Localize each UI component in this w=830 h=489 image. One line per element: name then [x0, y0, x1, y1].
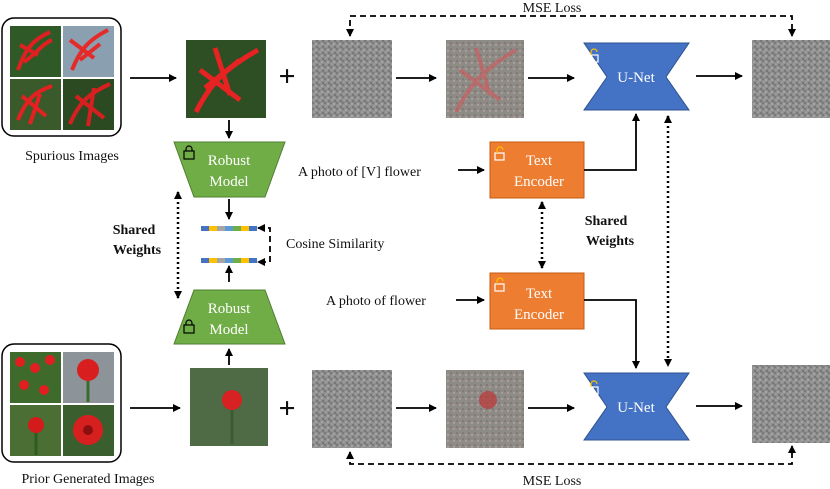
robust-model-top-line1: Robust: [208, 153, 251, 169]
feature-vector-bottom: [201, 258, 257, 263]
prior-image-thumbnail: [10, 405, 61, 456]
unlock-icon: [494, 146, 505, 161]
unet-bottom: U-Net: [583, 372, 690, 441]
prior-images-panel: [1, 343, 122, 463]
feature-segment: [249, 226, 257, 231]
unlock-icon: [588, 48, 599, 63]
feature-vector-top: [201, 226, 257, 231]
mse-loss-top-line: [346, 15, 796, 37]
mse-loss-bottom-line: [346, 445, 796, 465]
unet-bottom-label: U-Net: [617, 400, 655, 416]
feature-segment: [225, 226, 233, 231]
unet-top-label: U-Net: [617, 70, 655, 86]
prior-sample-image: [190, 368, 268, 446]
unlock-icon: [494, 277, 505, 292]
feature-segment: [201, 226, 209, 231]
text-encoder-bottom-line2: Encoder: [514, 307, 564, 323]
text-encoder-top-line1: Text: [526, 153, 553, 169]
text-encoder-bottom: Text Encoder: [489, 272, 585, 330]
text-encoder-top-line2: Encoder: [514, 174, 564, 190]
noisy-prior-image: [446, 370, 524, 448]
prior-images-label: Prior Generated Images: [22, 472, 155, 487]
unet-top: U-Net: [583, 42, 690, 111]
spurious-images-panel: [1, 17, 122, 137]
spurious-images-label: Spurious Images: [25, 149, 119, 164]
text-encoder-top: Text Encoder: [489, 141, 585, 199]
shared-weights-left-line1: Shared: [113, 223, 156, 238]
robust-model-top-line2: Model: [209, 174, 248, 190]
prior-image-thumbnail: [63, 405, 114, 456]
spurious-image-thumbnail: [10, 79, 61, 130]
feature-segment: [249, 258, 257, 263]
prompt-bottom-label: A photo of flower: [326, 294, 426, 309]
output-noise-image-bottom: [752, 365, 830, 443]
shared-weights-right-line1: Shared: [585, 214, 628, 229]
robust-model-bottom: Robust Model: [173, 289, 286, 345]
feature-segment: [241, 258, 249, 263]
robust-model-top: Robust Model: [173, 141, 286, 198]
noisy-spurious-image: [446, 40, 524, 118]
spurious-image-thumbnail: [63, 79, 114, 130]
cosine-similarity-bracket: [257, 224, 271, 266]
cosine-similarity-label: Cosine Similarity: [286, 237, 384, 252]
output-noise-image-top: [752, 40, 830, 118]
lock-icon: [183, 145, 195, 160]
mse-loss-top-label: MSE Loss: [523, 1, 582, 16]
text-encoder-bottom-line1: Text: [526, 286, 553, 302]
noise-image-top: [312, 40, 392, 118]
spurious-sample-image: [186, 40, 266, 118]
feature-segment: [233, 226, 241, 231]
unlock-icon: [588, 380, 599, 395]
feature-segment: [209, 258, 217, 263]
feature-segment: [201, 258, 209, 263]
mse-loss-bottom-label: MSE Loss: [523, 474, 582, 489]
robust-model-bottom-line1: Robust: [208, 301, 251, 317]
prior-image-thumbnail: [63, 352, 114, 403]
prior-image-thumbnail: [10, 352, 61, 403]
feature-segment: [217, 258, 225, 263]
arrow-encoder-bottom-to-unet: [584, 299, 640, 369]
spurious-image-thumbnail: [10, 26, 61, 77]
feature-segment: [225, 258, 233, 263]
robust-model-bottom-line2: Model: [209, 322, 248, 338]
prompt-top-label: A photo of [V] flower: [298, 165, 421, 180]
feature-segment: [241, 226, 249, 231]
shared-weights-right-line2: Weights: [586, 234, 635, 249]
spurious-image-thumbnail: [63, 26, 114, 77]
plus-sign-bottom: +: [278, 392, 295, 425]
lock-icon: [183, 319, 195, 334]
noise-image-bottom: [312, 370, 392, 448]
arrow-encoder-top-to-unet: [584, 113, 640, 171]
feature-segment: [233, 258, 241, 263]
shared-weights-left-line2: Weights: [113, 243, 162, 258]
feature-segment: [217, 226, 225, 231]
plus-sign-top: +: [278, 60, 295, 93]
feature-segment: [209, 226, 217, 231]
